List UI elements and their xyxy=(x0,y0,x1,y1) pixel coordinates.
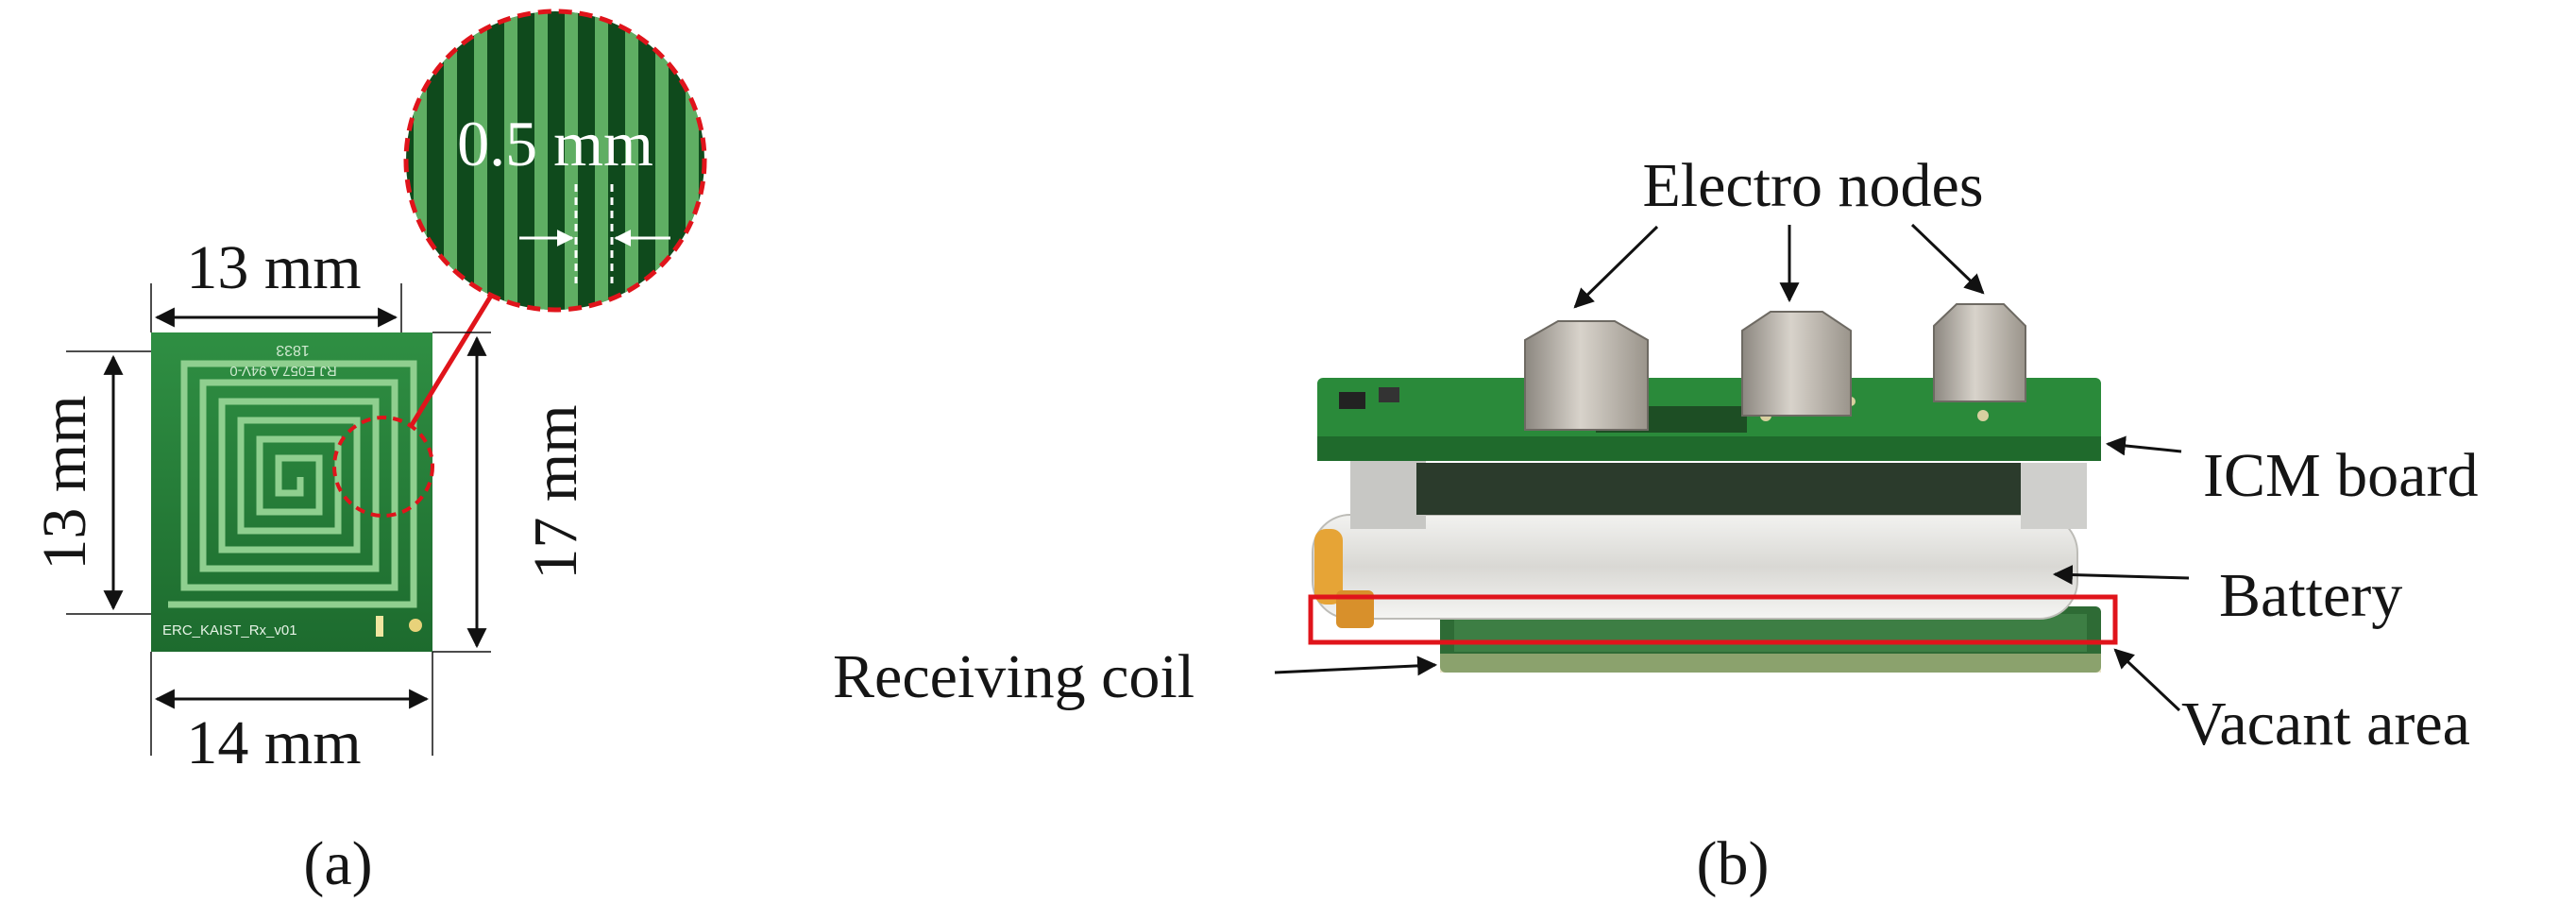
label-arrows xyxy=(1274,223,2190,712)
board-text-top: 1833 xyxy=(276,342,310,358)
dim-top-label: 13 mm xyxy=(186,233,361,302)
dim-left-label: 13 mm xyxy=(30,395,99,570)
caption-b: (b) xyxy=(1697,829,1770,898)
label-electro-nodes: Electro nodes xyxy=(1642,151,1983,220)
label-receiving-coil: Receiving coil xyxy=(833,642,1195,711)
device-photo xyxy=(1312,303,2101,673)
zoom-inset: 0.5 mm xyxy=(403,9,707,313)
label-vacant-area: Vacant area xyxy=(2181,690,2470,758)
label-icm-board: ICM board xyxy=(2203,441,2478,510)
dim-right-label: 17 mm xyxy=(521,404,590,579)
vacant-area-highlight xyxy=(1308,594,2118,645)
electro-node-1 xyxy=(1524,320,1649,431)
board-text-bottom: ERC_KAIST_Rx_v01 xyxy=(162,622,297,639)
receiving-coil-board: 1833 RJ E057 A 94V-0 ERC_KAIST_Rx_v01 xyxy=(151,332,434,652)
dimension-lines xyxy=(66,283,491,756)
electro-node-2 xyxy=(1741,311,1852,417)
zoom-connector xyxy=(409,281,501,427)
caption-a: (a) xyxy=(303,829,372,898)
label-battery: Battery xyxy=(2219,561,2402,630)
electro-node-3 xyxy=(1933,303,2026,402)
battery xyxy=(1312,514,2078,620)
zoom-label: 0.5 mm xyxy=(457,108,653,179)
panel-b: Electro nodes ICM board Battery Receivin… xyxy=(833,151,2478,898)
board-text-top-2: RJ E057 A 94V-0 xyxy=(229,363,336,379)
panel-a: 1833 RJ E057 A 94V-0 ERC_KAIST_Rx_v01 xyxy=(30,9,707,898)
dim-bottom-label: 14 mm xyxy=(186,708,361,777)
spiral-coil-trace xyxy=(168,360,417,608)
